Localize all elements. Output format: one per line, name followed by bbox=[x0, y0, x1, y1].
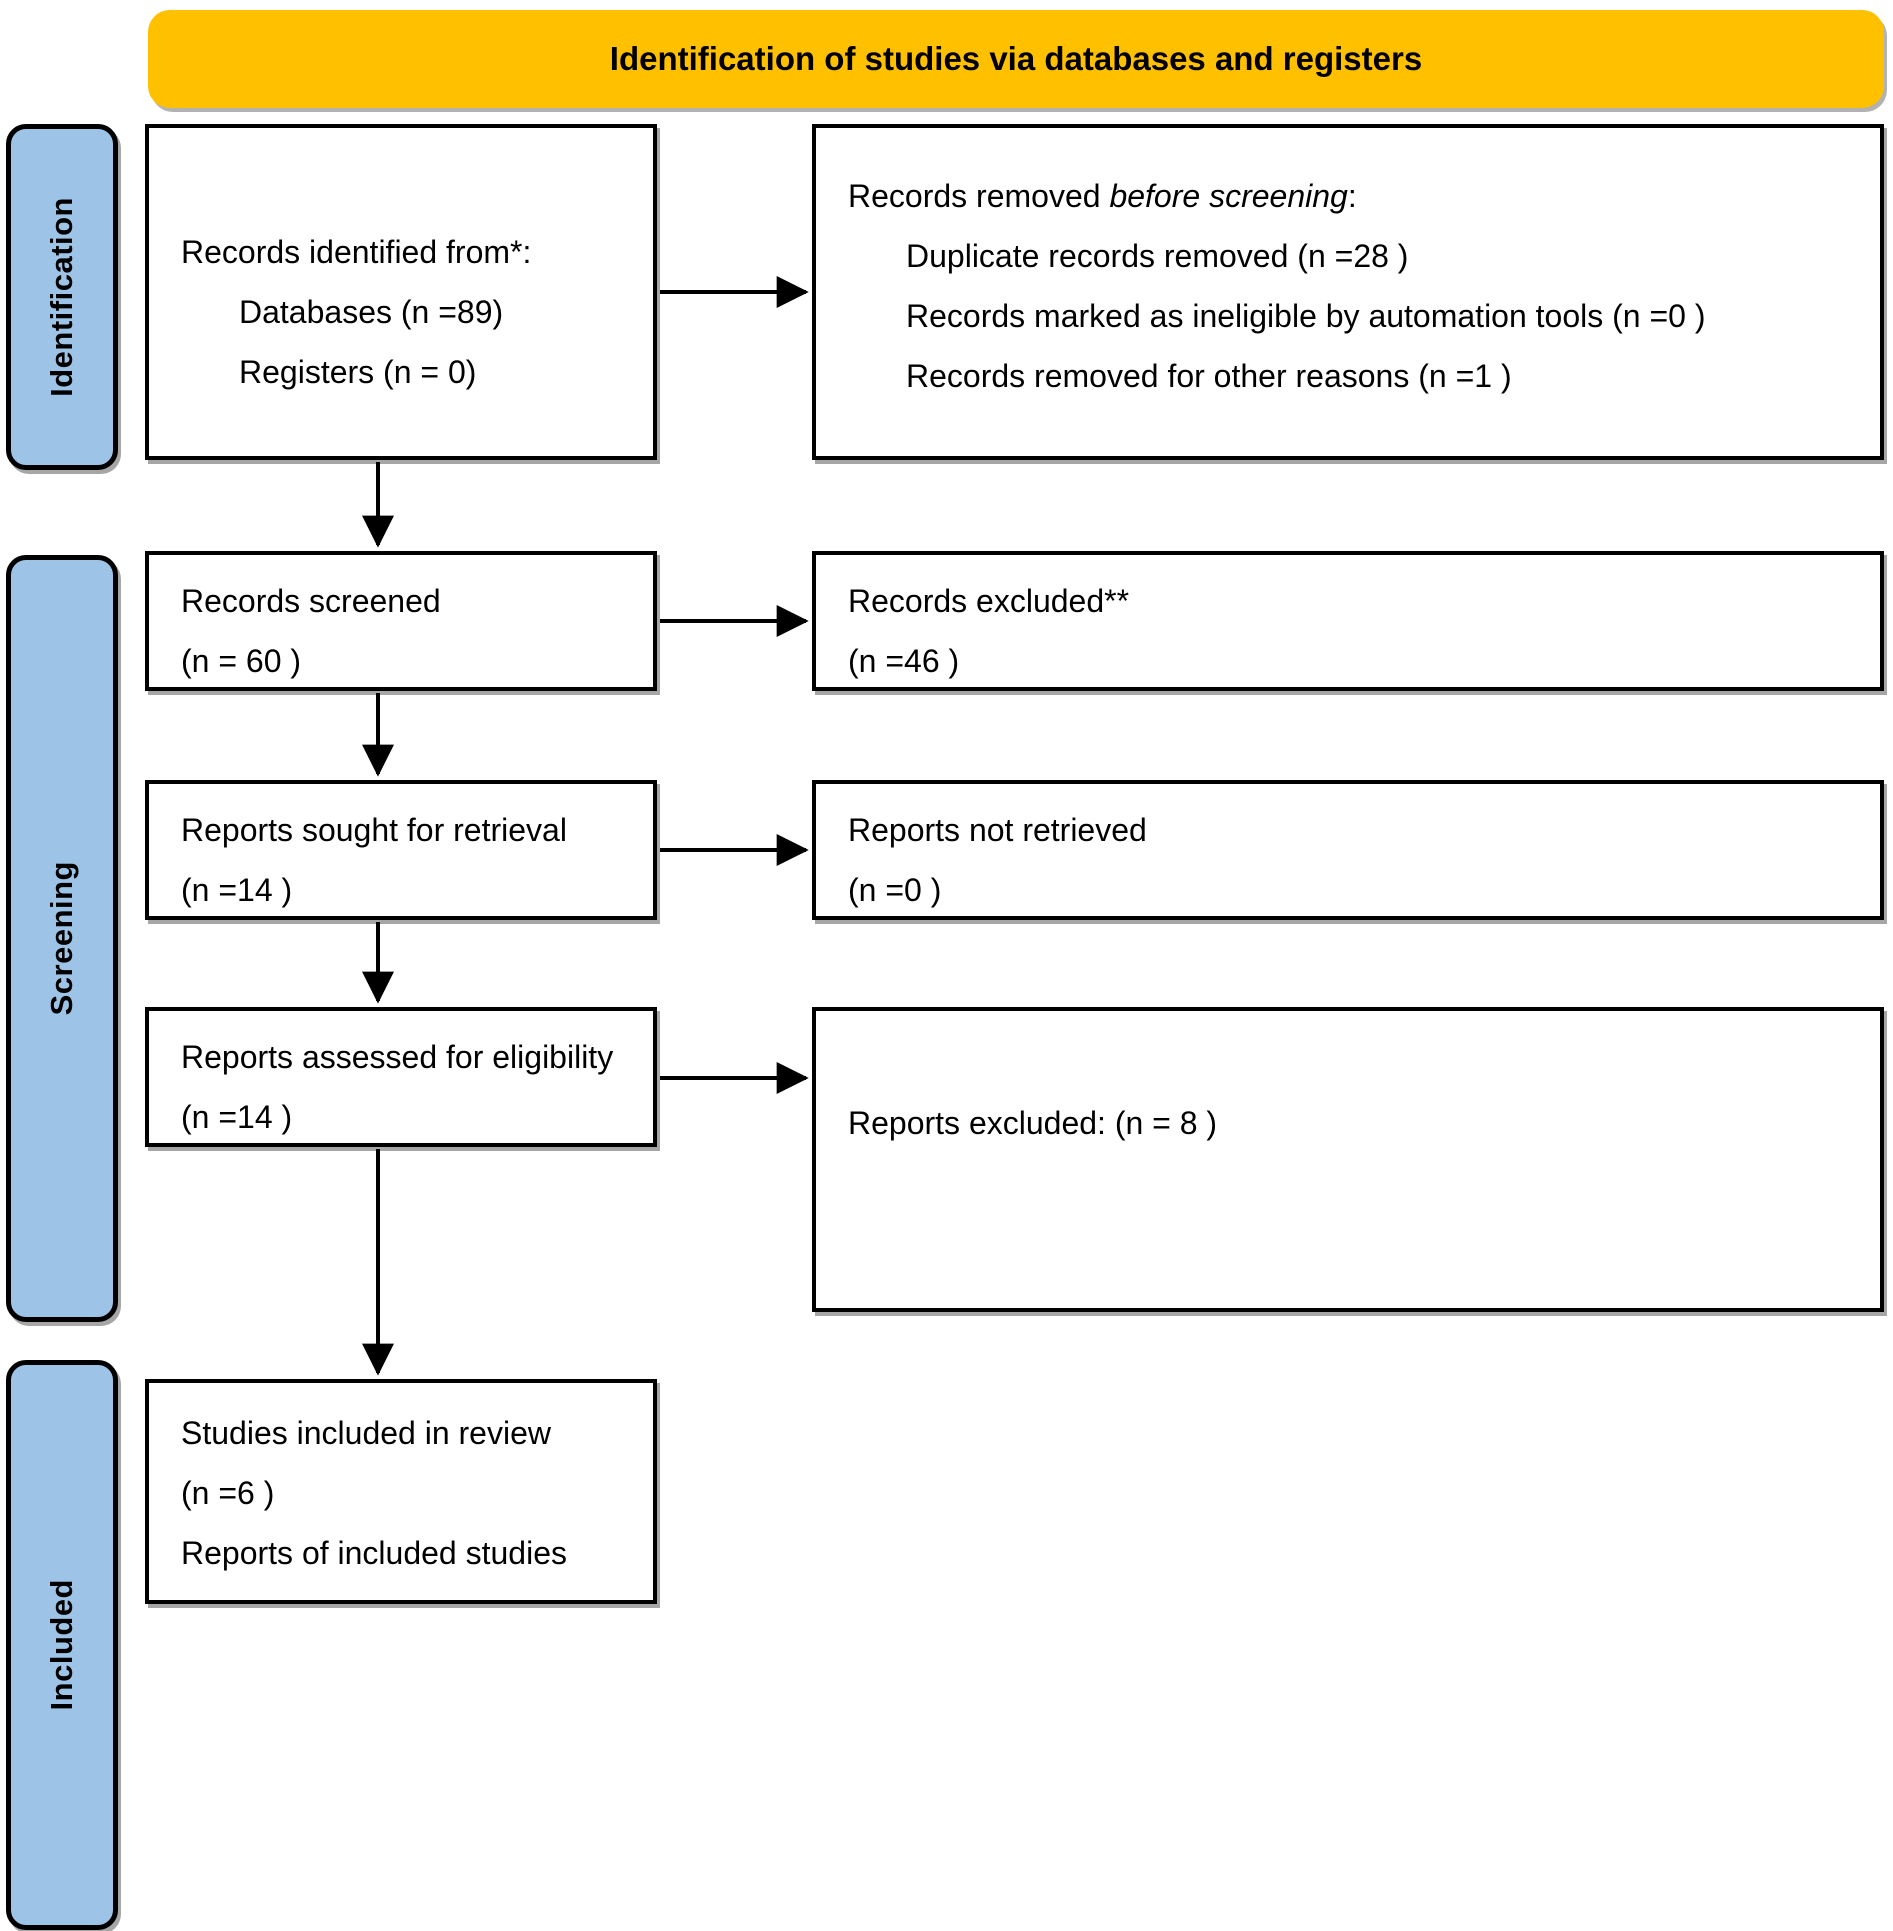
records-removed-title-emphasis: before screening bbox=[1109, 178, 1348, 214]
box-reports-assessed-for-eligibility: Reports assessed for eligibility (n =14 … bbox=[145, 1007, 657, 1147]
box-studies-included-in-review: Studies included in review (n =6 ) Repor… bbox=[145, 1379, 657, 1604]
reports-assessed-count: (n =14 ) bbox=[181, 1099, 293, 1135]
reports-excluded-title: Reports excluded: (n = 8 ) bbox=[848, 1105, 1218, 1141]
stage-rail-included: Included bbox=[6, 1360, 118, 1930]
records-removed-duplicates: Duplicate records removed (n =28 ) bbox=[906, 238, 1409, 274]
reports-assessed-title: Reports assessed for eligibility bbox=[181, 1039, 614, 1075]
reports-sought-title: Reports sought for retrieval bbox=[181, 812, 567, 848]
reports-sought-count: (n =14 ) bbox=[181, 872, 293, 908]
header-banner: Identification of studies via databases … bbox=[148, 10, 1884, 108]
records-excluded-count: (n =46 ) bbox=[848, 643, 960, 679]
box-records-removed-before-screening: Records removed before screening: Duplic… bbox=[812, 124, 1884, 460]
stage-rail-identification: Identification bbox=[6, 124, 118, 470]
reports-not-retrieved-count: (n =0 ) bbox=[848, 872, 942, 908]
records-screened-title: Records screened bbox=[181, 583, 441, 619]
box-reports-excluded: Reports excluded: (n = 8 ) bbox=[812, 1007, 1884, 1312]
records-removed-title-suffix: : bbox=[1347, 178, 1357, 214]
box-records-excluded: Records excluded** (n =46 ) bbox=[812, 551, 1884, 691]
records-identified-databases: Databases (n =89) bbox=[239, 294, 504, 330]
records-removed-ineligible-automation: Records marked as ineligible by automati… bbox=[906, 298, 1706, 334]
records-excluded-title: Records excluded** bbox=[848, 583, 1130, 619]
stage-rail-screening: Screening bbox=[6, 555, 118, 1322]
box-records-screened: Records screened (n = 60 ) bbox=[145, 551, 657, 691]
page-title: Identification of studies via databases … bbox=[609, 40, 1423, 77]
studies-included-reports: Reports of included studies bbox=[181, 1535, 567, 1571]
records-removed-other-reasons: Records removed for other reasons (n =1 … bbox=[906, 358, 1512, 394]
records-screened-count: (n = 60 ) bbox=[181, 643, 302, 679]
studies-included-count: (n =6 ) bbox=[181, 1475, 275, 1511]
box-reports-sought-for-retrieval: Reports sought for retrieval (n =14 ) bbox=[145, 780, 657, 920]
records-removed-title: Records removed before screening: bbox=[848, 180, 1862, 212]
studies-included-title: Studies included in review bbox=[181, 1415, 551, 1451]
records-identified-registers: Registers (n = 0) bbox=[239, 354, 477, 390]
records-identified-title: Records identified from*: bbox=[181, 234, 532, 270]
records-removed-title-prefix: Records removed bbox=[848, 178, 1110, 214]
reports-not-retrieved-title: Reports not retrieved bbox=[848, 812, 1147, 848]
box-reports-not-retrieved: Reports not retrieved (n =0 ) bbox=[812, 780, 1884, 920]
box-records-identified: Records identified from*: Databases (n =… bbox=[145, 124, 657, 460]
